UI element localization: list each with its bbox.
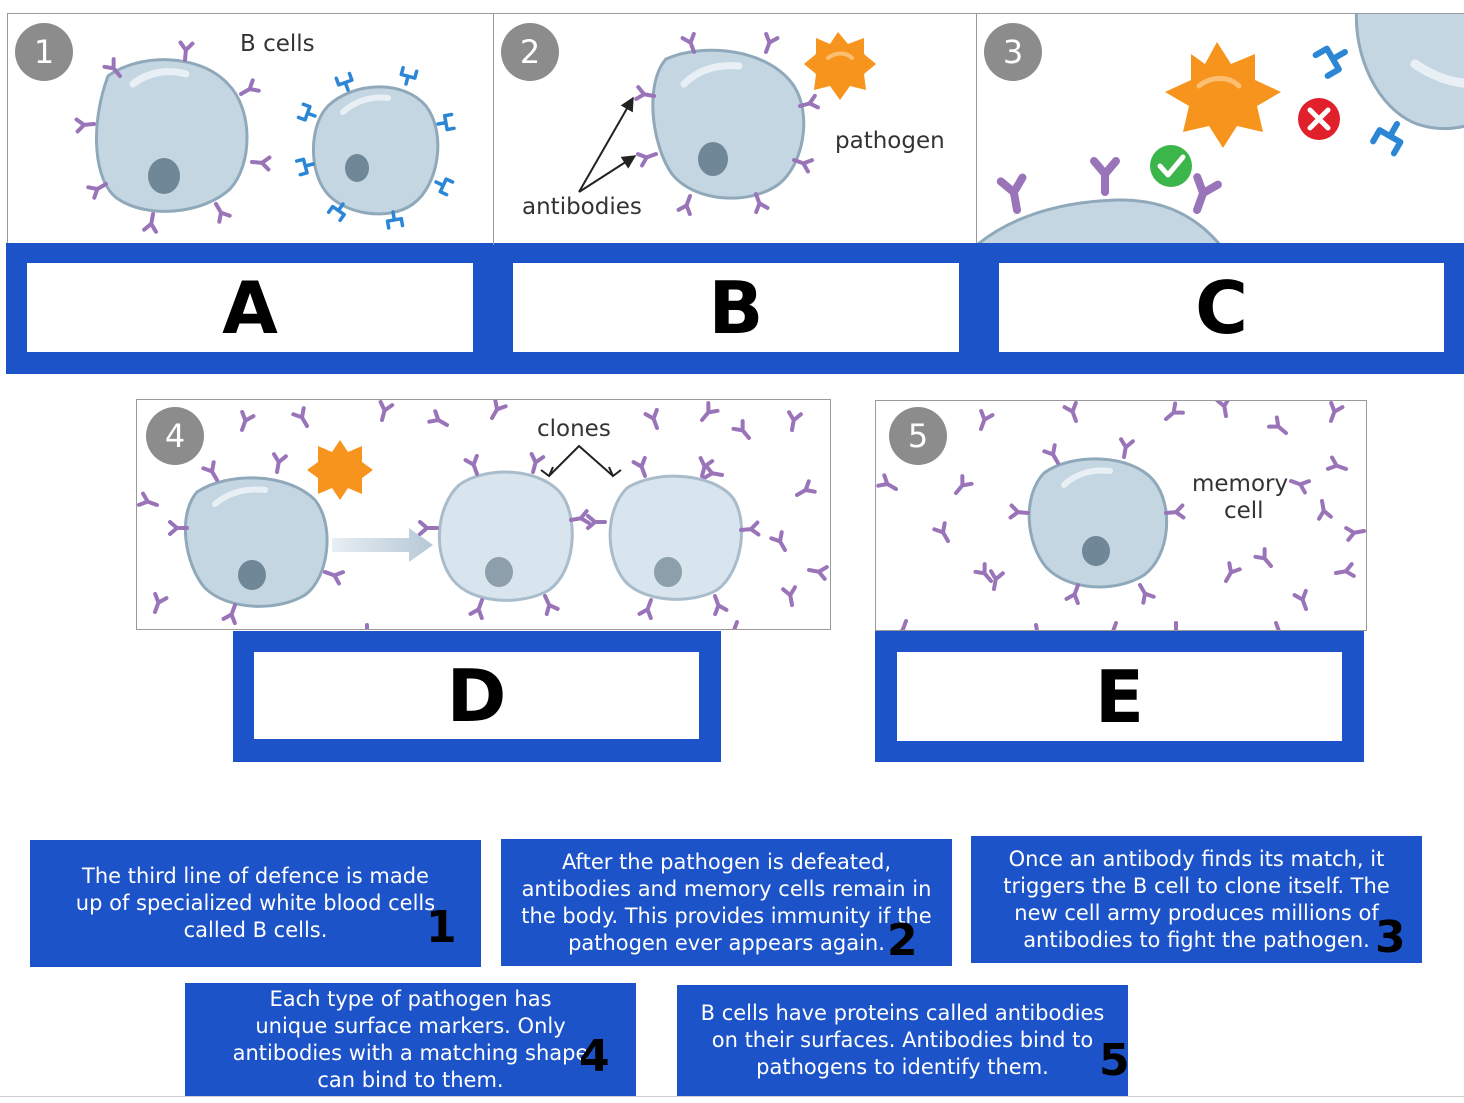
description-card-5-mark: 5 — [1099, 1035, 1130, 1086]
description-card-5[interactable]: B cells have proteins called antibodies … — [677, 985, 1130, 1096]
description-card-2-text: After the pathogen is defeated, antibodi… — [521, 849, 932, 955]
panel-5-illustration — [876, 401, 1366, 630]
answer-box-c-field[interactable]: C — [999, 263, 1444, 352]
panel-2: 2 antibodies pathogen — [493, 13, 978, 245]
panel-4-illustration — [137, 400, 829, 629]
description-card-2-mark: 2 — [887, 915, 918, 966]
panel-4: 4 clones — [136, 399, 831, 630]
answer-box-a-field[interactable]: A — [27, 263, 473, 352]
answer-letter-d: D — [446, 653, 507, 738]
description-card-3[interactable]: Once an antibody finds its match, it tri… — [971, 836, 1422, 963]
description-card-4-text: Each type of pathogen has unique surface… — [232, 986, 589, 1092]
description-card-4[interactable]: Each type of pathogen has unique surface… — [185, 983, 636, 1096]
step-number-4: 4 — [146, 407, 204, 465]
description-card-3-mark: 3 — [1375, 912, 1406, 963]
label-antibodies: antibodies — [522, 194, 642, 220]
answer-letter-a: A — [222, 265, 278, 350]
step-number-2: 2 — [501, 23, 559, 81]
description-card-4-mark: 4 — [579, 1031, 610, 1082]
step-number-1: 1 — [15, 23, 73, 81]
panel-1-illustration — [74, 40, 456, 234]
step-number-3: 3 — [984, 23, 1042, 81]
answer-letter-c: C — [1195, 265, 1248, 350]
label-pathogen: pathogen — [835, 128, 945, 154]
description-card-2[interactable]: After the pathogen is defeated, antibodi… — [501, 839, 952, 966]
answer-box-e-field[interactable]: E — [897, 652, 1342, 741]
panel-3: 3 — [976, 13, 1464, 245]
answer-box-d-field[interactable]: D — [254, 652, 699, 739]
label-clones: clones — [537, 416, 611, 442]
label-b-cells: B cells — [240, 31, 315, 57]
answer-box-b-field[interactable]: B — [513, 263, 959, 352]
step-number-5: 5 — [889, 407, 947, 465]
panel-1: 1 B cells — [7, 13, 495, 245]
answer-letter-e: E — [1094, 654, 1145, 739]
answer-box-c: C — [976, 243, 1464, 374]
description-card-5-text: B cells have proteins called antibodies … — [700, 1001, 1105, 1079]
panel-3-illustration — [977, 14, 1464, 244]
answer-box-a: A — [6, 243, 494, 374]
answer-letter-b: B — [708, 265, 764, 350]
description-card-1-mark: 1 — [426, 902, 457, 953]
answer-box-b: B — [494, 243, 976, 374]
description-card-1-text: The third line of defence is made up of … — [75, 864, 436, 942]
answer-box-e: E — [875, 631, 1364, 762]
answer-box-d: D — [233, 631, 721, 762]
label-cell: cell — [1224, 498, 1264, 524]
bottom-divider — [0, 1096, 1464, 1097]
description-card-3-text: Once an antibody finds its match, it tri… — [1003, 846, 1390, 952]
panel-2-illustration — [578, 31, 876, 217]
label-memory: memory — [1192, 471, 1289, 497]
description-card-1[interactable]: The third line of defence is made up of … — [30, 840, 481, 967]
panel-5: 5 memory cell — [875, 400, 1367, 631]
